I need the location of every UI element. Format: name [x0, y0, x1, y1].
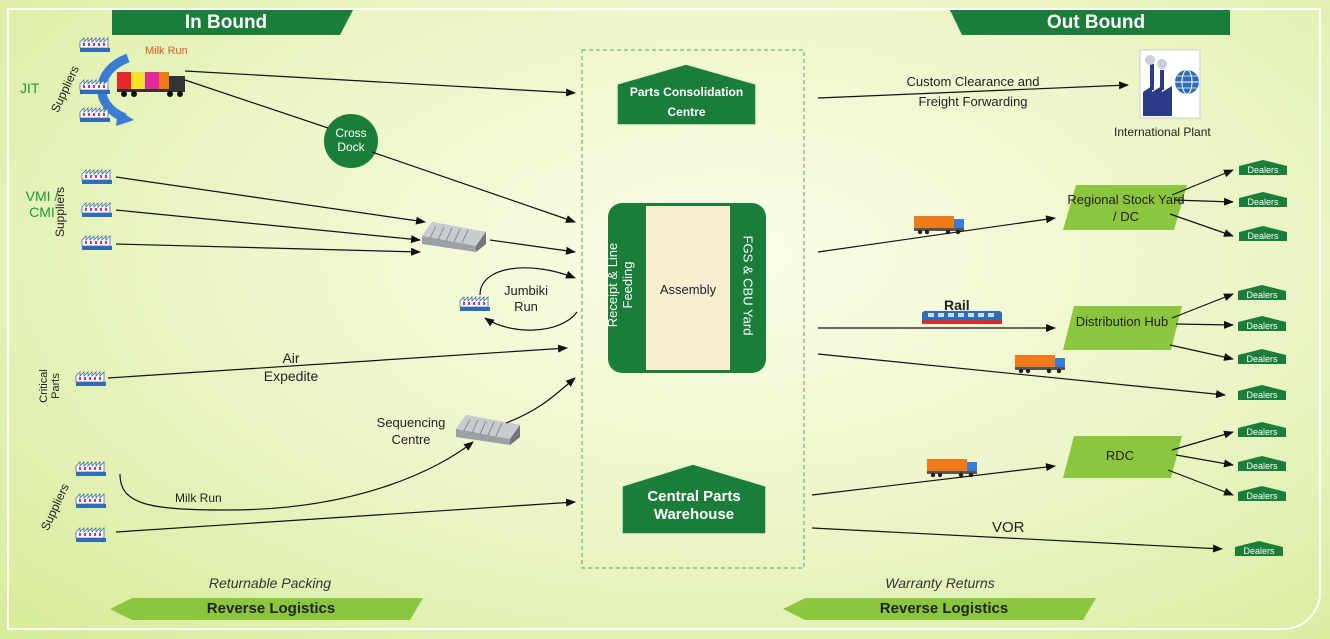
supplier-factory-icon [81, 202, 113, 218]
truck-icon [927, 459, 977, 478]
supplier-factory-icon [81, 235, 113, 251]
parts-consolidation-label: Parts Consolidation Centre [629, 85, 744, 119]
rail-train-icon [922, 311, 1002, 324]
outbound-header: Out Bound [1046, 12, 1146, 33]
milk-run-label-bottom: Milk Run [175, 491, 222, 505]
plant-boundary [581, 49, 805, 569]
distribution-hub-shape [1063, 306, 1182, 350]
warehouse-icon [421, 221, 487, 253]
rdc-shape [1063, 436, 1182, 478]
dealer-label: Dealers [1246, 354, 1278, 364]
truck-icon [914, 216, 964, 235]
supplier-factory-icon [75, 461, 107, 477]
vmi-cmi-label: VMI / CMI [25, 188, 59, 220]
air-expedite-label: Air Expedite [263, 350, 319, 384]
inbound-header-ribbon [112, 10, 353, 35]
returnable-packing-label: Returnable Packing [208, 575, 332, 591]
dealer-label: Dealers [1247, 165, 1279, 175]
distribution-hub-label: Distribution Hub [1075, 314, 1169, 329]
dealer-label: Dealers [1247, 197, 1279, 207]
jit-label: JIT [20, 80, 40, 96]
cross-dock-label: Cross Dock [335, 126, 367, 154]
custom-clearance-label: Custom Clearance and Freight Forwarding [906, 74, 1040, 109]
international-plant-icon [1139, 49, 1201, 119]
supplier-factory-icon [79, 107, 111, 123]
reverse-arrow-right [783, 598, 1096, 620]
dealer-label: Dealers [1246, 290, 1278, 300]
dealer-label: Dealers [1246, 461, 1278, 471]
supplier-factory-icon [75, 493, 107, 509]
fgs-cbu-yard-label: FGS & CBU Yard [740, 235, 756, 336]
parts-consolidation-shape [616, 63, 757, 126]
regional-stock-yard-label: Regional Stock Yard / DC [1067, 192, 1185, 224]
dealer-label: Dealers [1246, 321, 1278, 331]
milk-run-label-top: Milk Run [145, 45, 188, 57]
vor-label: VOR [992, 519, 1025, 536]
supplier-factory-icon [79, 79, 111, 95]
dealer-label: Dealers [1246, 390, 1278, 400]
central-parts-warehouse-label: Central Parts Warehouse [647, 488, 741, 523]
international-plant-label: International Plant [1114, 125, 1211, 139]
dealer-label: Dealers [1247, 231, 1279, 241]
milk-run-truck-icon [117, 72, 185, 97]
dealer-label: Dealers [1246, 491, 1278, 501]
sequencing-centre-label: Sequencing Centre [376, 415, 446, 447]
rail-label: Rail [944, 297, 970, 313]
supplier-factory-icon [75, 527, 107, 543]
diagram-frame [7, 8, 1321, 630]
reverse-logistics-right-label: Reverse Logistics [879, 600, 1009, 617]
dealer-label: Dealers [1243, 546, 1275, 556]
inbound-header: In Bound [184, 12, 268, 33]
cross-dock-circle [324, 114, 378, 168]
suppliers-label-vmi: Suppliers [53, 186, 67, 238]
reverse-logistics-left-label: Reverse Logistics [206, 600, 336, 617]
sequencing-warehouse-icon [455, 414, 521, 446]
assembly-label: Assembly [659, 282, 717, 297]
jumbiki-run-label: Jumbiki Run [504, 283, 549, 314]
jumbiki-factory-icon [459, 296, 491, 312]
reverse-arrow-left [110, 598, 423, 620]
critical-parts-label: Critical Parts [38, 369, 62, 403]
warranty-returns-label: Warranty Returns [885, 575, 995, 591]
critical-parts-factory-icon [75, 371, 107, 387]
regional-stock-shape [1063, 185, 1187, 230]
receipt-line-feeding-label: Receipt & Line Feeding [605, 242, 635, 328]
flow-arrows [107, 70, 1234, 553]
truck-icon [1015, 355, 1065, 374]
assembly-core [646, 206, 730, 370]
central-parts-shape [621, 463, 767, 535]
dealer-label: Dealers [1246, 427, 1278, 437]
supplier-factory-icon [81, 169, 113, 185]
rdc-label: RDC [1105, 448, 1135, 463]
outbound-header-ribbon [950, 10, 1230, 35]
supplier-factory-icon [79, 37, 111, 53]
